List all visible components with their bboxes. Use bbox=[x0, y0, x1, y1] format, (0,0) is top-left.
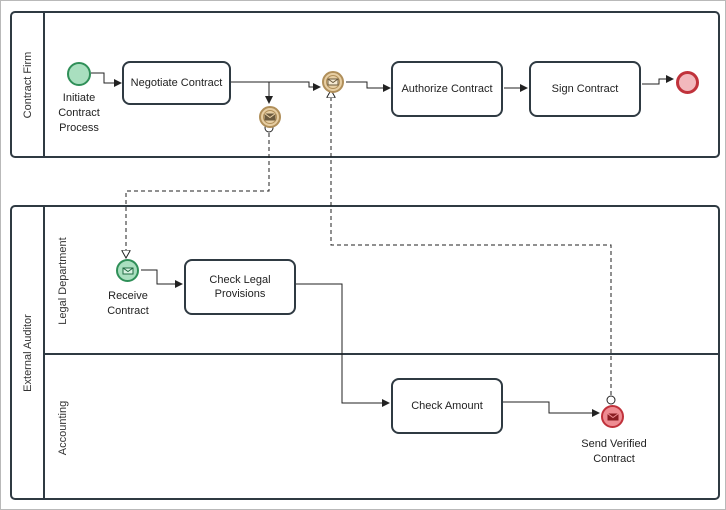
send-verified-contract-event[interactable] bbox=[601, 405, 624, 428]
task-sign-contract[interactable]: Sign Contract bbox=[529, 61, 641, 117]
pool-header-contract-firm: Contract Firm bbox=[12, 13, 45, 156]
flow-check-legal-to-check-amount bbox=[296, 283, 390, 407]
task-check-legal-provisions[interactable]: Check Legal Provisions bbox=[184, 259, 296, 315]
task-authorize-contract[interactable]: Authorize Contract bbox=[391, 61, 503, 117]
send-verified-contract-label: Send Verified Contract bbox=[581, 438, 647, 465]
flow-receive-to-check-legal bbox=[141, 269, 183, 288]
receive-contract-event[interactable] bbox=[116, 259, 139, 282]
task-negotiate-contract[interactable]: Negotiate Contract bbox=[122, 61, 231, 105]
flow-receive-to-authorize bbox=[346, 81, 391, 92]
envelope-icon bbox=[264, 113, 276, 121]
lane-divider bbox=[43, 353, 720, 355]
flow-start-to-negotiate bbox=[91, 72, 122, 87]
flow-sign-to-end bbox=[642, 75, 674, 85]
message-flow-to-receive-contract bbox=[126, 133, 270, 258]
envelope-icon bbox=[607, 413, 618, 420]
end-event[interactable] bbox=[676, 71, 699, 94]
flow-check-amount-to-send-verified bbox=[503, 401, 600, 417]
message-flow-verified-to-firm bbox=[331, 90, 612, 395]
start-event[interactable] bbox=[67, 62, 91, 86]
flow-negotiate-to-gateway-event bbox=[231, 81, 321, 91]
pool-header-external-auditor: External Auditor bbox=[12, 207, 45, 498]
envelope-icon bbox=[122, 267, 133, 274]
task-check-amount[interactable]: Check Amount bbox=[391, 378, 503, 434]
envelope-icon bbox=[327, 78, 339, 86]
receive-contract-label: Receive Contract bbox=[107, 290, 149, 317]
message-catch-event[interactable] bbox=[322, 71, 344, 93]
start-event-label: Initiate Contract Process bbox=[58, 92, 100, 134]
message-throw-event[interactable] bbox=[259, 106, 281, 128]
